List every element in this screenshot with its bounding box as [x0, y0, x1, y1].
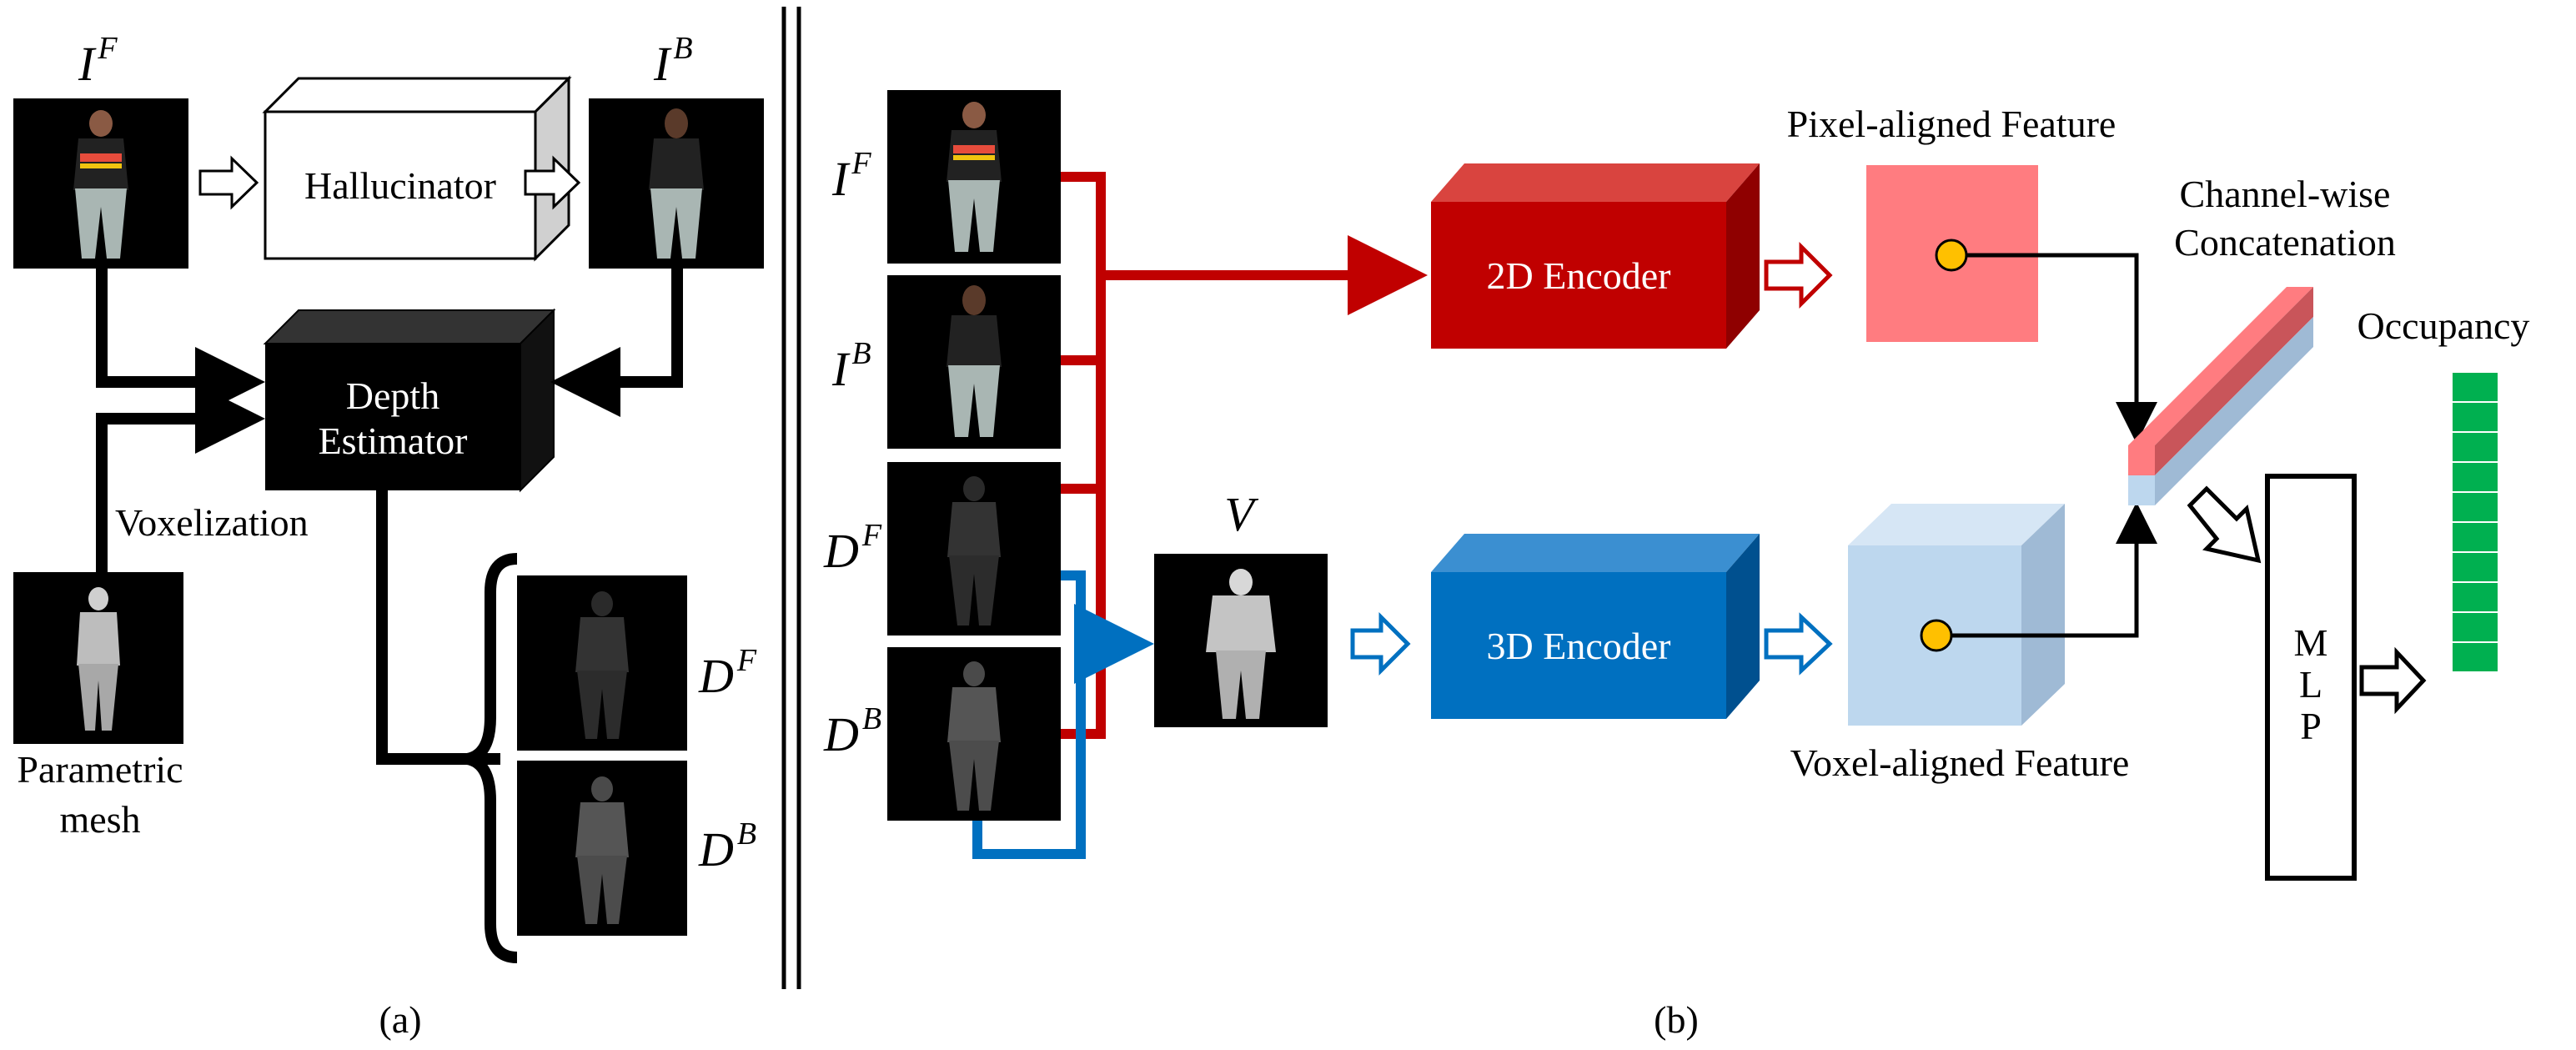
person-back-icon [649, 108, 704, 259]
pixel-feature-point [1935, 239, 1968, 272]
math-sup: B [673, 31, 693, 66]
caption-a: (a) [379, 998, 422, 1041]
math-sup: B [861, 701, 882, 736]
front-image-a [13, 98, 188, 269]
person-front-icon [73, 110, 128, 259]
occupancy-cell [2451, 431, 2499, 463]
front-image-b [887, 90, 1061, 264]
depth-estimator-box [263, 308, 556, 493]
curly-brace [465, 553, 518, 963]
math-base: I [832, 342, 849, 396]
occupancy-cell [2451, 551, 2499, 583]
back-image-a [589, 98, 764, 269]
feature-connectors [1951, 253, 2157, 638]
voxel-label: V [1224, 487, 1254, 541]
hollow-arrow-to-hallucinator [198, 155, 259, 210]
blue-data-path [972, 570, 1154, 859]
math-sup: F [851, 146, 871, 181]
hallucinator-label: Hallucinator [304, 164, 496, 207]
parametric-label-line1: Parametric [17, 748, 183, 791]
hollow-arrow-blue-left [1350, 611, 1411, 676]
occupancy-cell [2451, 401, 2499, 433]
hallucinator-box [262, 75, 572, 262]
math-sup: B [851, 336, 871, 371]
mesh-body-icon [77, 587, 120, 731]
occupancy-label: Occupancy [2357, 304, 2530, 347]
back-image-b [887, 275, 1061, 449]
math-base: I [78, 37, 95, 91]
hollow-arrow-to-occupancy [2359, 646, 2427, 715]
depth-back-image-a [517, 761, 687, 936]
occupancy-cell [2451, 581, 2499, 613]
mlp-letter: P [2300, 705, 2322, 747]
math-base: D [699, 649, 734, 703]
hollow-arrow-from-hallucinator [524, 155, 581, 210]
concatenated-feature-bar [2128, 287, 2313, 505]
concat-label-line2: Concatenation [2174, 221, 2396, 264]
depth-silhouette-icon [947, 476, 1001, 625]
occupancy-cell [2451, 521, 2499, 553]
depth-front-image-b [887, 462, 1061, 636]
voxel-body-icon [1206, 569, 1276, 719]
panel-divider [781, 7, 801, 989]
depth-silhouette-icon [575, 591, 629, 739]
occupancy-column [2451, 371, 2499, 673]
math-sup: F [736, 643, 757, 678]
voxelization-label: Voxelization [115, 501, 309, 544]
hollow-arrow-blue-right [1764, 612, 1833, 676]
encoder-3d-box [1431, 534, 1760, 719]
encoder-2d-box [1431, 163, 1760, 349]
parametric-mesh-image [13, 572, 183, 744]
voxel-feature-label: Voxel-aligned Feature [1790, 741, 2130, 784]
occupancy-cell [2451, 611, 2499, 643]
occupancy-cell [2451, 491, 2499, 523]
depth-silhouette-icon [947, 661, 1001, 811]
mlp-letter: L [2298, 663, 2323, 706]
math-base: D [699, 822, 734, 877]
hollow-arrow-red [1764, 241, 1833, 309]
parametric-label-line2: mesh [59, 798, 141, 841]
math-base: I [832, 152, 849, 206]
caption-b: (b) [1654, 998, 1699, 1041]
occupancy-cell [2451, 371, 2499, 403]
panel-a-connectors [96, 267, 683, 765]
occupancy-cell [2451, 641, 2499, 673]
mlp-box: M L P [2265, 474, 2357, 881]
math-base: D [824, 524, 859, 578]
hollow-arrow-to-mlp [2187, 485, 2262, 564]
depth-back-image-b [887, 647, 1061, 821]
encoder-2d-label: 2D Encoder [1486, 254, 1671, 297]
math-sup: F [861, 518, 882, 553]
pixel-feature-label: Pixel-aligned Feature [1786, 103, 2117, 145]
math-sup: F [98, 31, 118, 66]
math-base: I [654, 37, 670, 91]
person-back-icon [947, 285, 1002, 437]
depth-silhouette-icon [575, 776, 629, 924]
depth-front-image-a [517, 575, 687, 751]
math-base: D [824, 707, 859, 761]
occupancy-cell [2451, 461, 2499, 493]
person-front-icon [947, 102, 1002, 252]
encoder-3d-label: 3D Encoder [1486, 625, 1671, 667]
mlp-letter: M [2293, 621, 2328, 664]
depth-estimator-label-line2: Estimator [318, 419, 468, 462]
voxel-feature-point [1920, 619, 1953, 652]
voxel-aligned-feature [1848, 504, 2065, 726]
math-sup: B [736, 816, 757, 852]
voxel-image [1154, 554, 1328, 727]
concat-label-line1: Channel-wise [2179, 173, 2391, 215]
depth-estimator-label-line1: Depth [345, 374, 440, 417]
